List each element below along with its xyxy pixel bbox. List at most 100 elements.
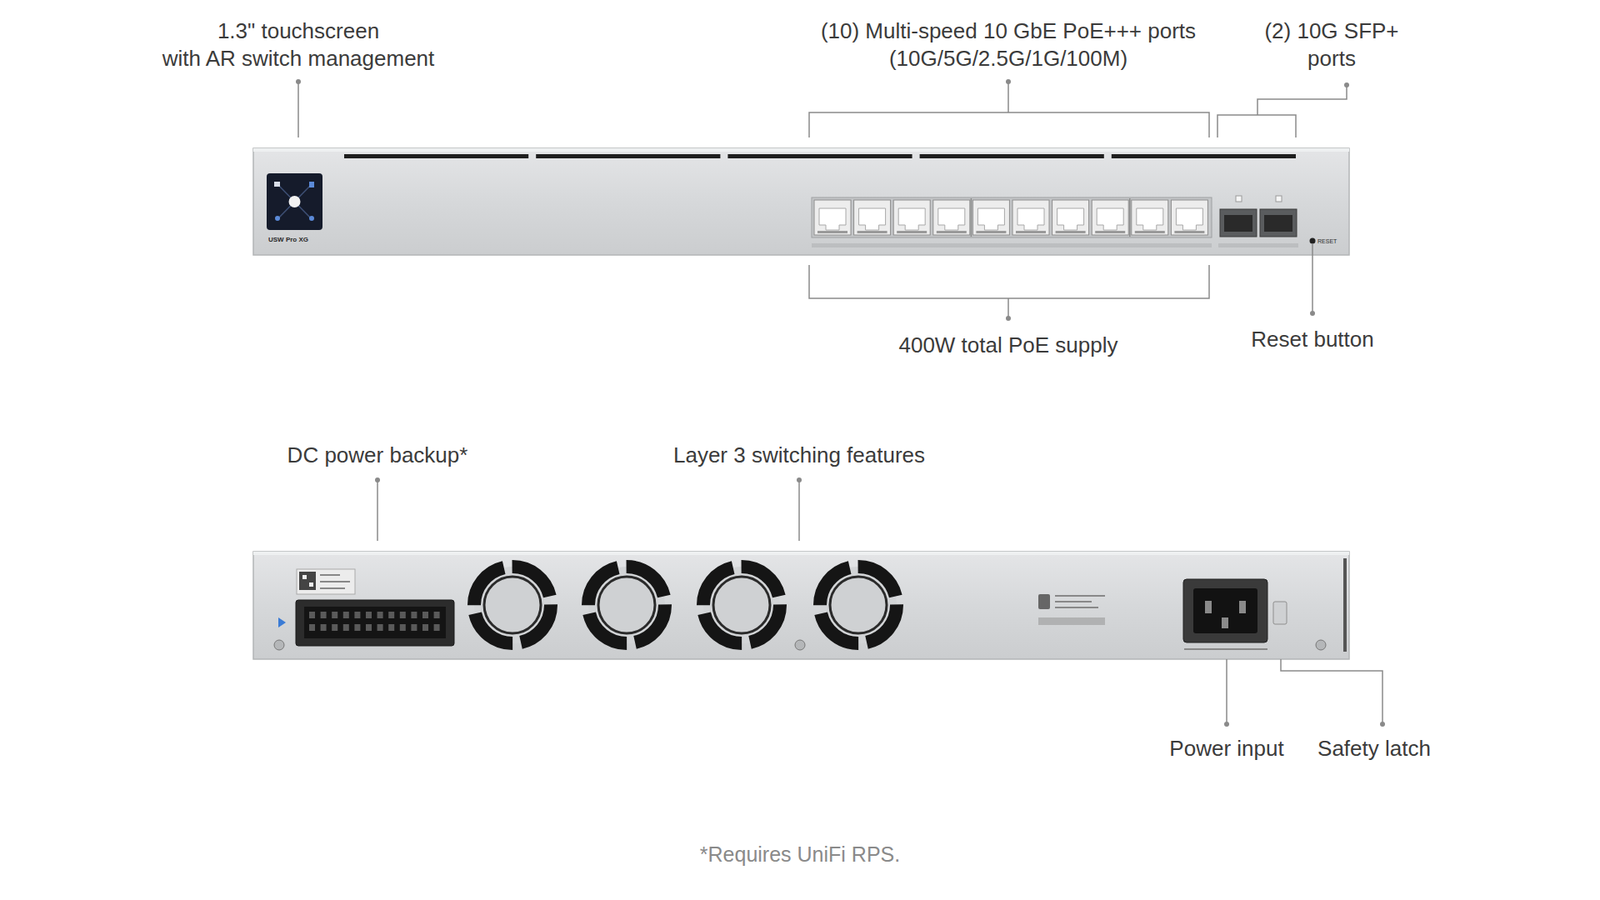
- leader-dot: [1005, 79, 1011, 85]
- port-shadow: [857, 230, 888, 234]
- safety-latch: [1273, 601, 1287, 625]
- sfp-led: [1235, 195, 1242, 202]
- connector-pin: [434, 624, 440, 631]
- fan-hub: [484, 576, 541, 634]
- connector-pin: [309, 611, 315, 619]
- connector-pin: [365, 624, 372, 631]
- power-pin: [1205, 600, 1212, 614]
- leader-line: [1311, 244, 1314, 314]
- power-pin: [1221, 617, 1229, 629]
- port-shadow: [1015, 230, 1046, 234]
- feature-callout: Layer 3 switching features: [673, 441, 925, 470]
- sfp-port: [1260, 209, 1297, 237]
- connector-pin: [354, 611, 360, 619]
- leader-dot: [1380, 721, 1385, 727]
- connector-pin: [400, 624, 406, 631]
- rj45-port: [933, 200, 970, 235]
- port-shadow: [1174, 230, 1205, 234]
- connector-pin: [354, 624, 360, 631]
- screen-line: [276, 183, 313, 220]
- screen-icon: [275, 215, 280, 221]
- label-print: [1055, 600, 1092, 603]
- front-panel: [253, 148, 1350, 255]
- connector-pin: [320, 624, 327, 631]
- led-arrow: [278, 617, 286, 628]
- connector-pin: [331, 611, 338, 619]
- connector-pin: [343, 624, 350, 631]
- port-divider: [970, 198, 973, 237]
- screw: [795, 640, 805, 650]
- port-strip: [811, 243, 1212, 248]
- rj45-opening: [1175, 208, 1203, 230]
- rj45-opening: [938, 208, 965, 230]
- feature-callout: DC power backup*: [287, 441, 469, 470]
- fan-ring: [703, 566, 780, 644]
- sfp-port: [1220, 209, 1257, 237]
- screw: [274, 640, 285, 650]
- label-print: [320, 574, 340, 576]
- connector-pin: [320, 611, 327, 619]
- connector-pin: [377, 611, 384, 619]
- rj45-port: [1012, 200, 1050, 235]
- bracket: [809, 265, 1210, 319]
- connector-pin: [331, 624, 338, 631]
- panel-edge: [1343, 558, 1347, 652]
- leader-dot: [1310, 310, 1315, 316]
- qr-code: [309, 582, 314, 587]
- rj45-opening: [898, 208, 925, 230]
- fan-ring: [474, 566, 551, 644]
- sfp-cage: [1224, 215, 1253, 232]
- vent-slot: [344, 154, 529, 159]
- port-shadow: [1095, 230, 1125, 234]
- feature-callout: 400W total PoE supply: [898, 331, 1118, 360]
- power-socket: [1183, 579, 1268, 643]
- connector-pin: [422, 624, 429, 631]
- rj45-opening: [1017, 208, 1045, 230]
- leader-line: [798, 480, 800, 541]
- screw: [1315, 640, 1326, 650]
- power-inlet: [1193, 588, 1258, 634]
- model-print: USW Pro XG: [268, 235, 309, 245]
- sfp-led: [1275, 195, 1282, 202]
- rear-panel: [253, 551, 1350, 660]
- connector-pin: [309, 624, 315, 631]
- footnote: *Requires UniFi RPS.: [700, 840, 900, 869]
- rj45-port: [814, 200, 851, 235]
- rj45-opening: [1136, 208, 1164, 230]
- screen-icon: [274, 181, 280, 187]
- screen-dot: [289, 195, 301, 208]
- connector-pin: [410, 611, 417, 619]
- connector-pin: [377, 624, 384, 631]
- vent-slot: [727, 154, 912, 159]
- port-strip: [1218, 243, 1299, 248]
- qr-code: [302, 575, 307, 580]
- bracket: [1217, 85, 1347, 138]
- reset-hole: [1310, 238, 1316, 245]
- label-print: [1184, 648, 1268, 650]
- port-shadow: [936, 230, 967, 234]
- leader-line: [1280, 659, 1383, 725]
- screen-icon: [309, 215, 315, 221]
- leader-dot: [375, 477, 380, 483]
- rj45-opening: [859, 208, 886, 230]
- connector-pin: [422, 611, 429, 619]
- feature-callout: (2) 10G SFP+ ports: [1252, 17, 1411, 73]
- serial-label: [296, 569, 355, 595]
- leader-line: [376, 480, 379, 541]
- connector-pin: [410, 624, 417, 631]
- leader-line: [1225, 659, 1228, 725]
- feature-callout: Reset button: [1250, 325, 1374, 354]
- connector-pin: [400, 611, 406, 619]
- connector-pin: [365, 611, 372, 619]
- wrap-spacer: [398, 17, 457, 45]
- rj45-opening: [1057, 208, 1085, 230]
- rj45-opening: [1096, 208, 1124, 230]
- vent-slot: [1111, 154, 1296, 159]
- label-print: [1055, 595, 1105, 597]
- screen-line: [276, 183, 313, 220]
- power-pin: [1239, 600, 1246, 614]
- rj45-port: [1091, 200, 1129, 235]
- rj45-port: [1052, 200, 1090, 235]
- vent-slot: [920, 154, 1105, 159]
- connector-pin: [434, 611, 440, 619]
